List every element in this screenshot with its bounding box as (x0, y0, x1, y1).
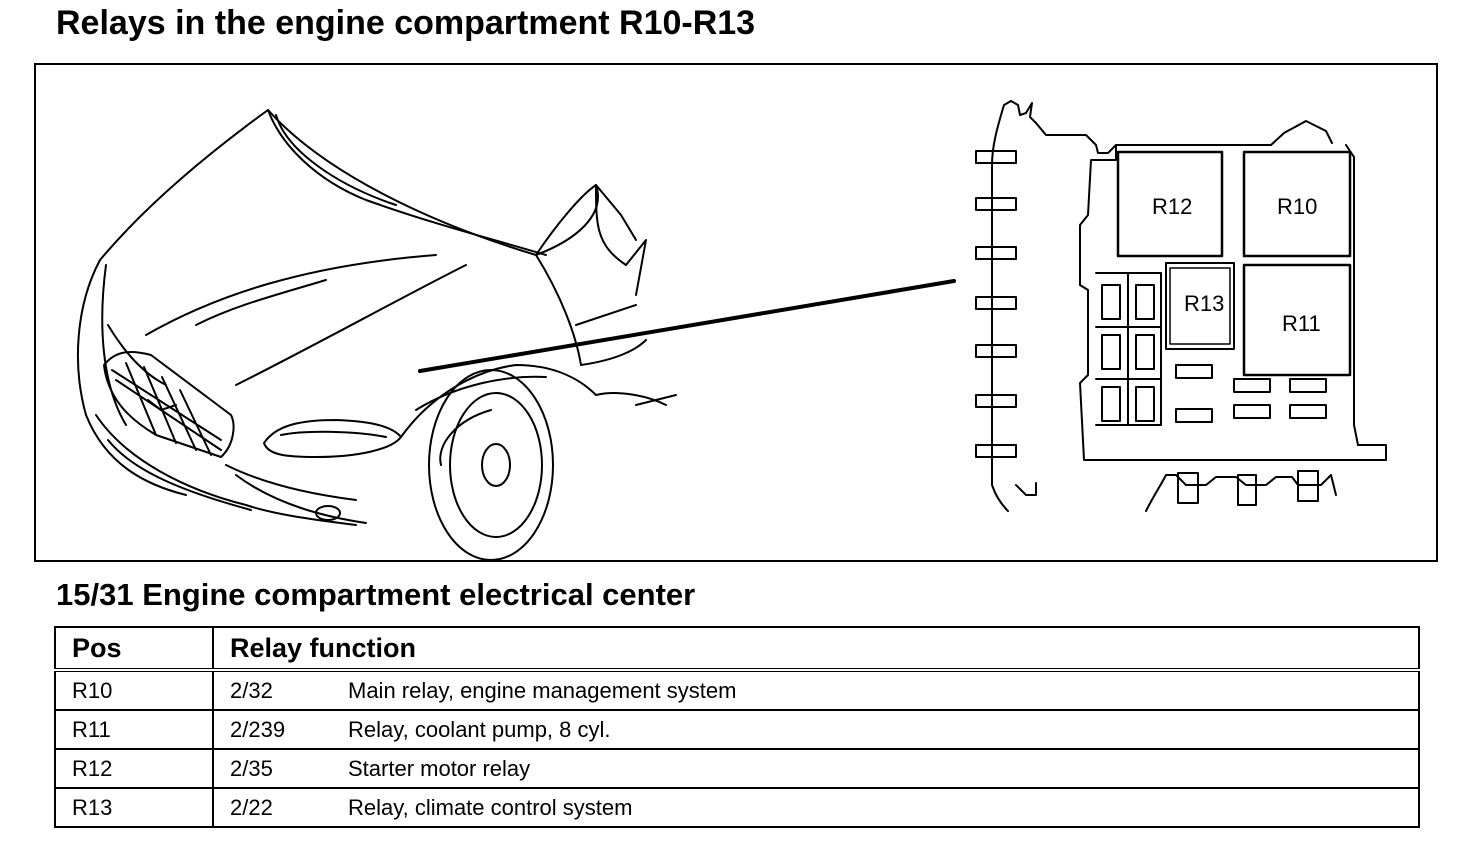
page-title: Relays in the engine compartment R10-R13 (56, 4, 756, 42)
row-code: 2/22 (230, 794, 273, 820)
relay-r13 (1165, 262, 1235, 350)
row-function: Starter motor relay (348, 755, 531, 781)
car-illustration (76, 109, 677, 560)
table-row: R10 2/32 Main relay, engine management sy… (54, 669, 1420, 711)
table-row: R11 2/239 Relay, coolant pump, 8 cyl. (54, 709, 1420, 750)
row-pos: R10 (54, 669, 214, 711)
relay-table: Pos Relay function R10 2/32 Main relay, e… (54, 626, 1420, 828)
row-pos: R12 (54, 748, 214, 789)
row-code: 2/239 (230, 716, 286, 742)
row-function: Relay, climate control system (348, 794, 633, 820)
table-row: R12 2/35 Starter motor relay (54, 748, 1420, 789)
relay-r12 (1116, 150, 1224, 258)
header-relay-function: Relay function (212, 626, 1420, 672)
row-function-cell: 2/32 Main relay, engine management system (212, 669, 1420, 711)
relay-label-r12: R12 (1152, 194, 1192, 219)
relay-r10 (1242, 150, 1352, 258)
leader-line (418, 279, 956, 373)
diagram-illustration: R12 R10 R13 R11 (76, 100, 1387, 560)
diagram-frame: R12 R10 R13 R11 (34, 63, 1438, 562)
table-header-row: Pos Relay function (54, 626, 1420, 672)
row-code: 2/35 (230, 755, 273, 781)
row-function-cell: 2/22 Relay, climate control system (212, 787, 1420, 828)
relay-label-r11: R11 (1282, 311, 1321, 336)
row-function: Main relay, engine management system (348, 677, 737, 703)
relay-r11 (1242, 263, 1352, 377)
row-pos: R11 (54, 709, 214, 750)
relay-label-r10: R10 (1277, 194, 1317, 219)
relay-box (975, 100, 1387, 512)
table-row: R13 2/22 Relay, climate control system (54, 787, 1420, 828)
header-pos: Pos (54, 626, 214, 672)
row-function-cell: 2/35 Starter motor relay (212, 748, 1420, 789)
row-function-cell: 2/239 Relay, coolant pump, 8 cyl. (212, 709, 1420, 750)
row-code: 2/32 (230, 677, 273, 703)
relay-label-r13: R13 (1184, 291, 1224, 316)
row-pos: R13 (54, 787, 214, 828)
table-title: 15/31 Engine compartment electrical cent… (56, 577, 696, 612)
row-function: Relay, coolant pump, 8 cyl. (348, 716, 611, 742)
